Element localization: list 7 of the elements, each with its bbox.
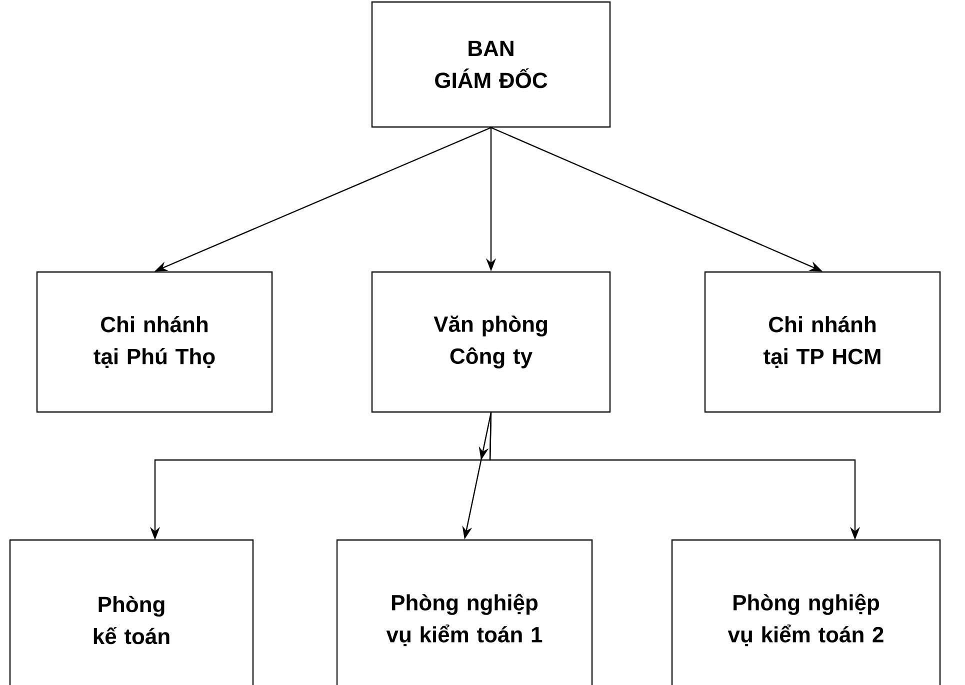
org-box: Phòng nghiệp vụ kiểm toán 2 [671,539,941,685]
org-box: Phòng nghiệp vụ kiểm toán 1 [336,539,593,685]
org-box: BAN GIÁM ĐỐC [371,1,611,128]
org-box: Phòng kế toán [9,539,254,685]
org-box: Chi nhánh tại TP HCM [704,271,941,413]
org-box: Văn phòng Công ty [371,271,611,413]
org-box: Chi nhánh tại Phú Thọ [36,271,273,413]
